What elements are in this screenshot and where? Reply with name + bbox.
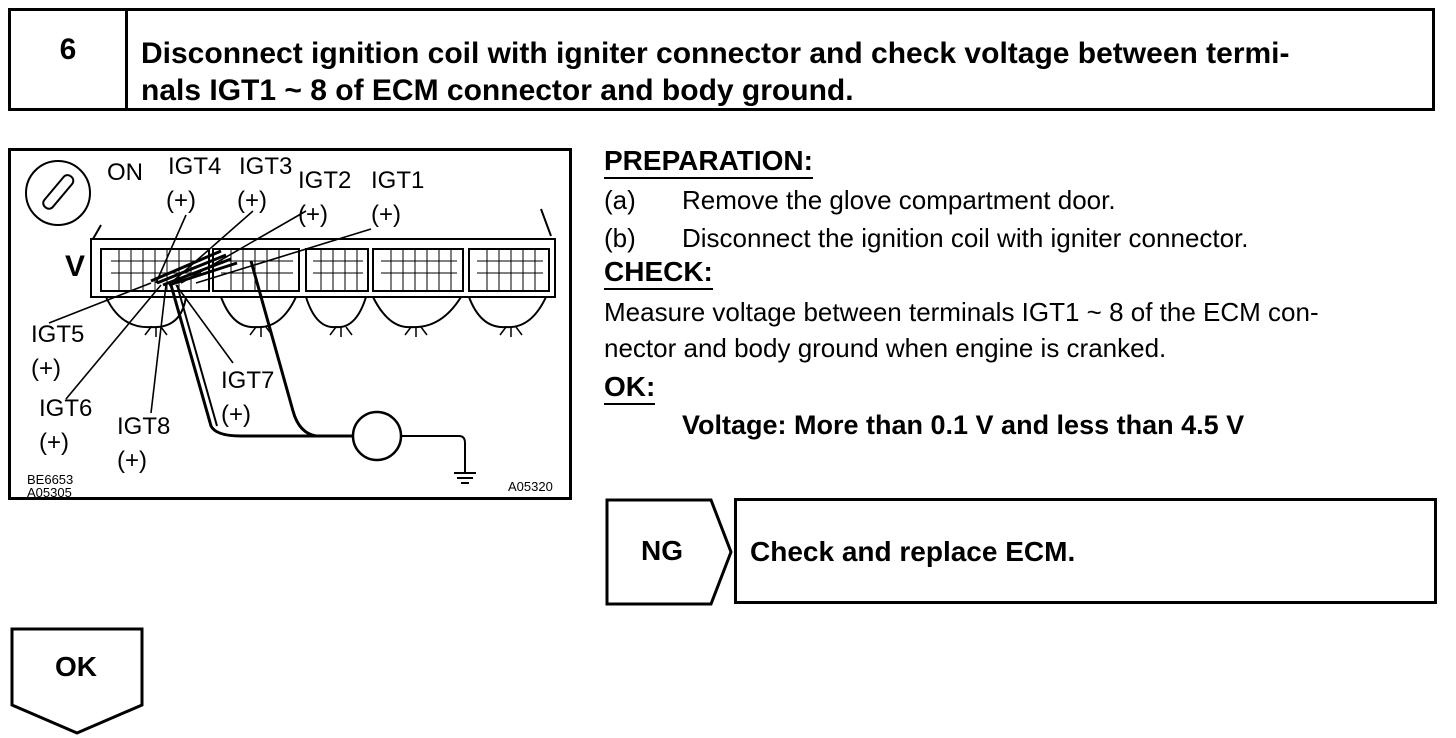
- terminal-label-igt4: IGT4: [168, 153, 222, 180]
- step-number-cell: 6: [11, 11, 128, 108]
- polarity-igt1: (+): [371, 201, 401, 228]
- check-text-line-1: Measure voltage between terminals IGT1 ~…: [604, 297, 1319, 327]
- polarity-igt6: (+): [39, 429, 69, 456]
- step-number: 6: [59, 33, 77, 66]
- ok-heading: OK:: [604, 372, 656, 405]
- preparation-item-a: (a) Remove the glove compartment door.: [604, 183, 1444, 217]
- ng-label: NG: [641, 535, 683, 566]
- ng-action-box: Check and replace ECM.: [734, 498, 1437, 604]
- voltmeter-symbol: V: [65, 250, 86, 283]
- step-header: 6 Disconnect ignition coil with igniter …: [8, 8, 1435, 111]
- ground-icon: [401, 435, 476, 484]
- terminal-label-igt6: IGT6: [39, 395, 93, 422]
- polarity-igt7: (+): [221, 401, 251, 428]
- preparation-heading: PREPARATION:: [604, 146, 813, 179]
- step-title-line-2: nals IGT1 ~ 8 of ECM connector and body …: [141, 74, 854, 107]
- instructions: PREPARATION: (a) Remove the glove compart…: [604, 146, 1444, 441]
- terminal-label-igt3: IGT3: [239, 153, 293, 180]
- probe-leads: [169, 260, 353, 438]
- terminal-label-igt7: IGT7: [221, 367, 275, 394]
- polarity-igt3: (+): [237, 187, 267, 214]
- step-title: Disconnect ignition coil with igniter co…: [141, 35, 1426, 109]
- preparation-item-b-text: Disconnect the ignition coil with ignite…: [682, 223, 1249, 253]
- ok-label: OK: [55, 651, 97, 682]
- polarity-igt2: (+): [298, 201, 328, 228]
- polarity-igt4: (+): [166, 187, 196, 214]
- ignition-switch-icon: [25, 160, 91, 226]
- ng-arrow-box: [605, 498, 733, 606]
- check-text: Measure voltage between terminals IGT1 ~…: [604, 294, 1444, 366]
- switch-on-label: ON: [107, 159, 143, 186]
- diagram-drawing: [25, 160, 556, 484]
- terminal-label-igt8: IGT8: [117, 413, 171, 440]
- preparation-item-a-key: (a): [604, 185, 636, 215]
- check-heading: CHECK:: [604, 257, 713, 290]
- figure-ref-right: A05320: [508, 479, 553, 494]
- check-text-line-2: nector and body ground when engine is cr…: [604, 333, 1167, 363]
- figure-ref-left-1: BE6653: [27, 472, 74, 487]
- terminal-label-igt5: IGT5: [31, 321, 85, 348]
- preparation-item-b: (b) Disconnect the ignition coil with ign…: [604, 221, 1444, 255]
- preparation-item-a-text: Remove the glove compartment door.: [682, 185, 1116, 215]
- terminal-label-igt1: IGT1: [371, 167, 425, 194]
- terminal-label-igt2: IGT2: [298, 167, 352, 194]
- ok-voltage-spec: Voltage: More than 0.1 V and less than 4…: [682, 410, 1245, 440]
- ok-arrow-box: [10, 627, 144, 735]
- ecm-wiring-diagram: V ON IGT4 (+) IGT3 (+) IGT2 (+) IGT1 (+)…: [8, 148, 572, 500]
- terminal-leader-lines: [48, 210, 372, 414]
- polarity-igt8: (+): [117, 447, 147, 474]
- preparation-item-b-key: (b): [604, 223, 636, 253]
- polarity-igt5: (+): [31, 355, 61, 382]
- voltmeter-icon: [351, 410, 403, 462]
- ng-action-text: Check and replace ECM.: [750, 536, 1076, 567]
- figure-ref-left-2: A05305: [27, 485, 72, 500]
- step-title-line-1: Disconnect ignition coil with igniter co…: [141, 37, 1290, 70]
